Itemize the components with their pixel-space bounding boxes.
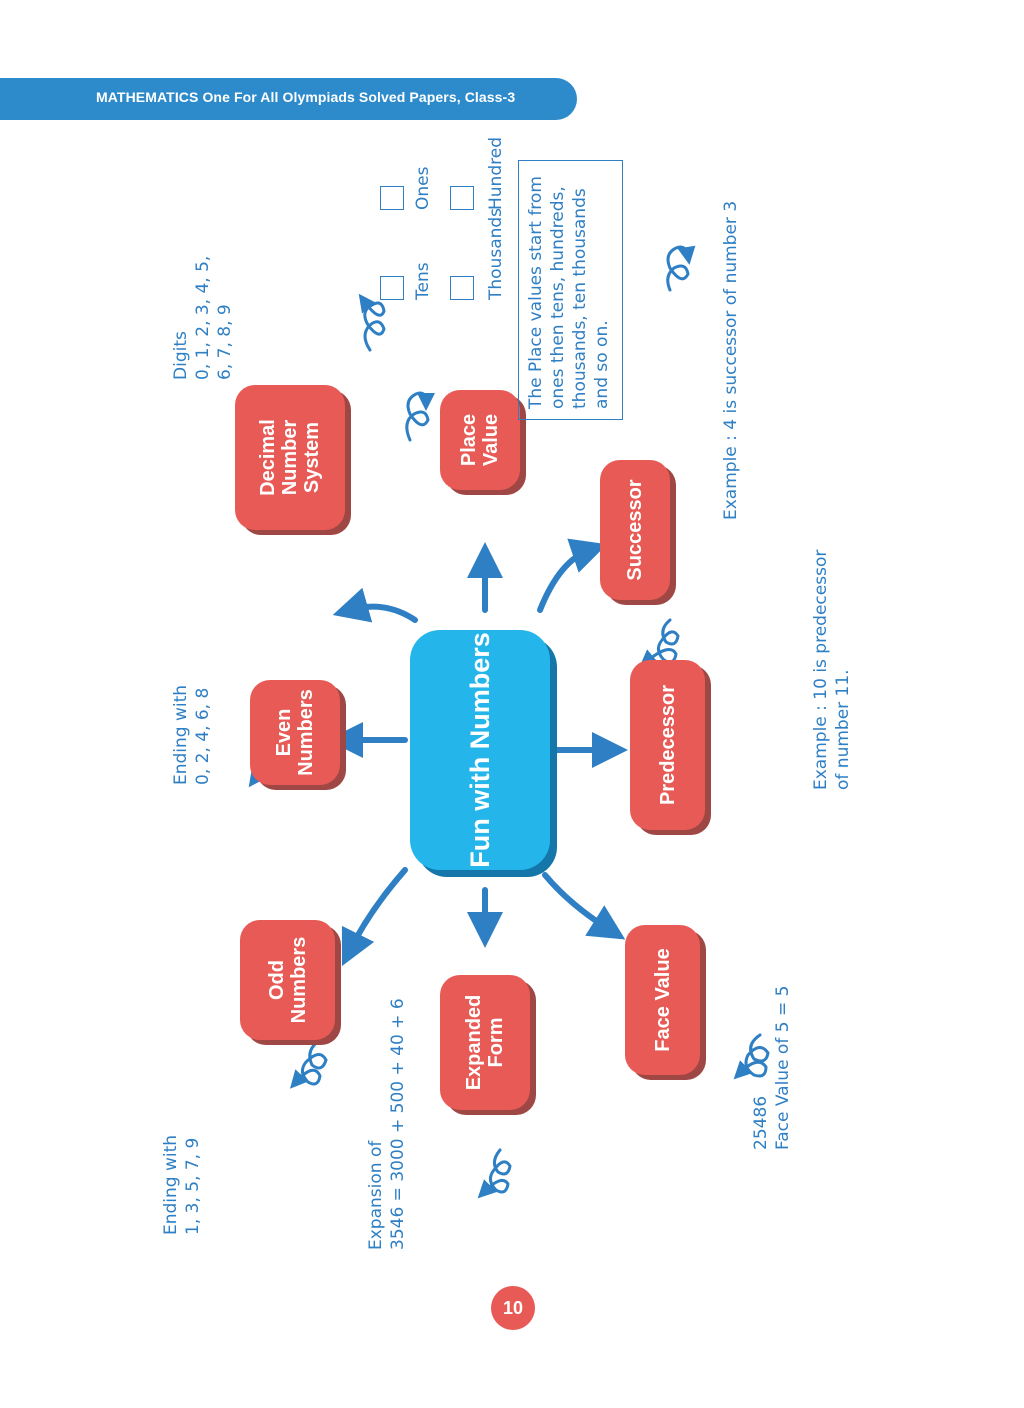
note-expanded-form: Expansion of 3546 = 3000 + 500 + 40 + 6 [366,998,408,1250]
place-grid-square-ones [380,186,404,210]
node-successor: Successor [600,460,670,600]
squiggle-predecessor [639,618,680,668]
center-node-fun-with-numbers: Fun with Numbers [410,630,550,870]
node-odd-numbers: Odd Numbers [240,920,335,1040]
note-decimal-digits: Digits 0, 1, 2, 3, 4, 5, 6, 7, 8, 9 [171,255,235,380]
arrow-to-odd [341,867,408,967]
node-expanded-form: Expanded Form [440,975,530,1110]
squiggle-decimal [358,293,386,352]
squiggle-face [733,1033,770,1080]
place-grid-square-hundred [450,186,474,210]
place-grid-label-hundred: Hundred [486,137,506,210]
page-number-badge: 10 [491,1286,535,1330]
note-face-value: 25486 Face Value of 5 = 5 [751,985,793,1150]
squiggle-successor [666,245,696,292]
node-predecessor: Predecessor [630,660,705,830]
place-grid-label-thousands: Thousands [486,207,506,300]
arrow-to-face [542,872,626,940]
note-even-numbers: Ending with 0, 2, 4, 6, 8 [171,684,213,785]
note-successor: Example : 4 is successor of number 3 [721,200,741,520]
mind-map: Fun with Numbers Odd Numbers Even Number… [150,137,870,1250]
node-decimal-number-system: Decimal Number System [235,385,345,530]
squiggle-odd [289,1038,328,1089]
place-grid-label-ones: Ones [413,166,433,210]
place-grid-label-tens: Tens [413,262,433,300]
header-bar [0,78,577,120]
note-predecessor: Example : 10 is predecessor of number 11… [811,549,853,790]
place-grid-square-thousands [450,276,474,300]
place-grid-square-tens [380,276,404,300]
page-header-title: MATHEMATICS One For All Olympiads Solved… [96,89,516,105]
place-value-explanation-box: The Place values start from ones then te… [518,160,623,420]
note-odd-numbers: Ending with 1, 3, 5, 7, 9 [161,1134,203,1235]
squiggle-place [405,391,435,442]
arrow-to-successor [537,538,608,613]
node-even-numbers: Even Numbers [250,680,340,785]
arrow-to-decimal [332,587,418,623]
node-face-value: Face Value [625,925,700,1075]
squiggle-expanded [477,1148,512,1199]
node-place-value: Place Value [440,390,520,490]
